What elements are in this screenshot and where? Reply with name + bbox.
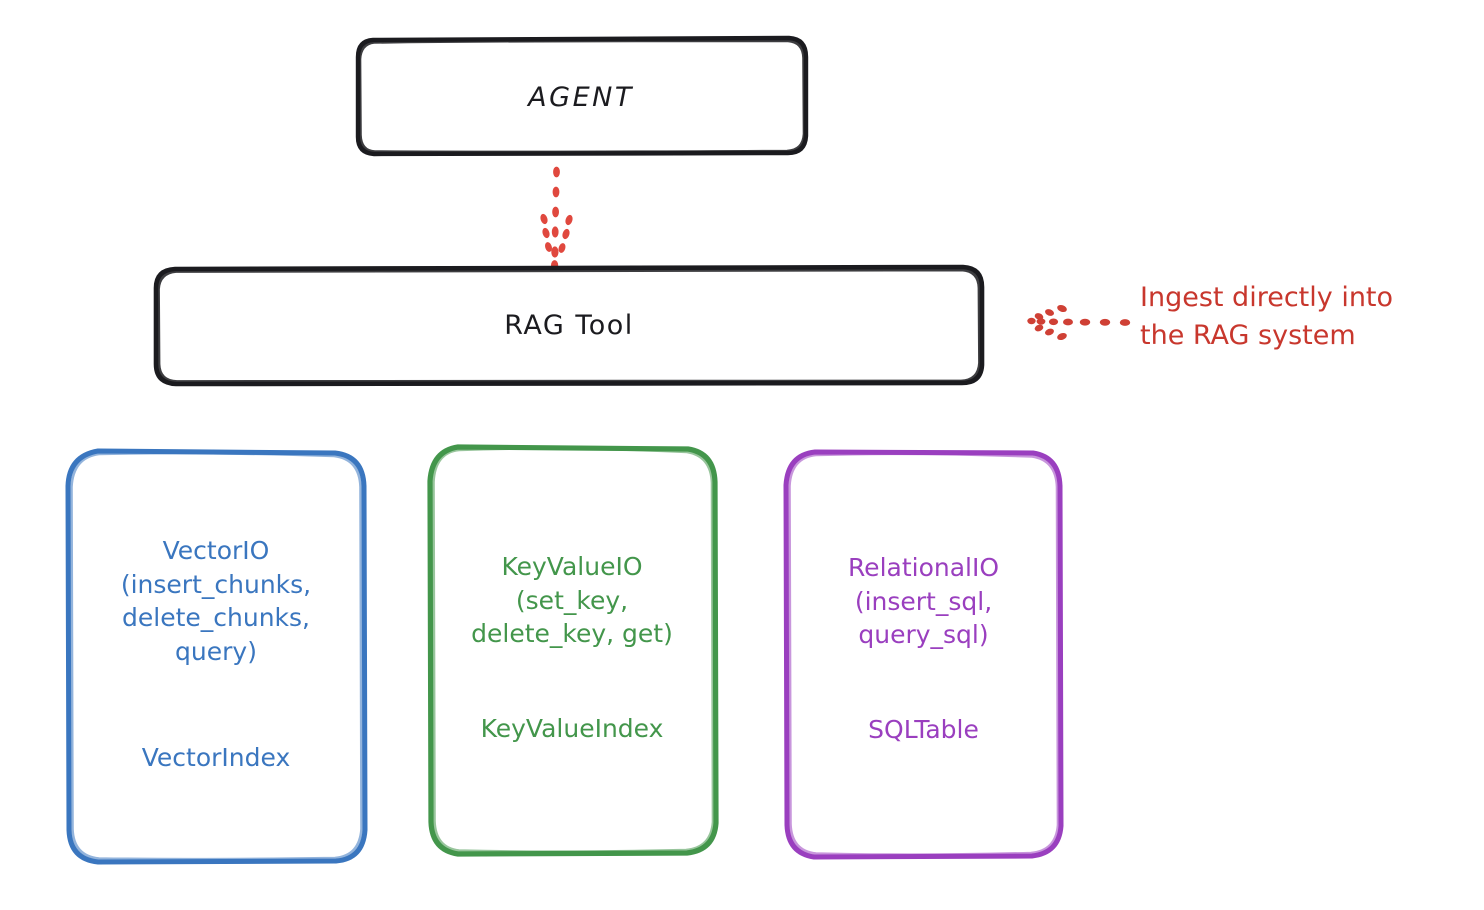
relational-io-api-label: RelationalIO (insert_sql, query_sql) <box>847 553 1000 649</box>
relational-io-node[interactable] <box>786 450 1061 857</box>
relational-io-box-outline <box>783 449 1064 860</box>
ingest-arrow <box>1027 304 1131 341</box>
relational-io-index-label: SQLTable <box>868 715 979 744</box>
ragtool-box-outline <box>153 264 985 387</box>
rag-tool-node[interactable] <box>155 267 983 384</box>
agent-box-outline <box>355 35 809 157</box>
key-value-io-api-label: KeyValueIO (set_key, delete_key, get) <box>471 552 673 648</box>
key-value-io-index-label: KeyValueIndex <box>480 714 664 743</box>
key-value-io-box-outline <box>427 444 719 857</box>
vector-io-box-outline <box>65 448 368 865</box>
agent-to-ragtool-arrow <box>540 166 573 271</box>
vector-io-api-label: VectorIO (insert_chunks, delete_chunks, … <box>120 536 312 666</box>
vector-io-index-label: VectorIndex <box>141 743 291 772</box>
agent-node[interactable] <box>356 38 806 154</box>
